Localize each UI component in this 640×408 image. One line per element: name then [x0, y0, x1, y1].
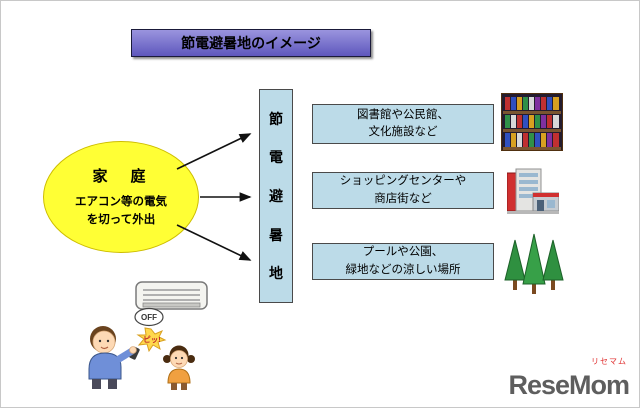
off-bubble: OFF	[134, 307, 164, 327]
library-icon	[501, 93, 563, 151]
building-windows	[519, 173, 538, 198]
air-conditioner-icon	[135, 281, 208, 310]
hub-char: 地	[269, 265, 283, 282]
diagram-title: 節電避暑地のイメージ	[131, 29, 371, 57]
bookshelf-row	[505, 133, 559, 147]
destination-label-line1: 図書館や公民館、	[357, 108, 449, 121]
resemom-logo: リセマム ReseMom	[508, 357, 630, 400]
bookshelf-row	[505, 115, 559, 128]
tree	[522, 233, 546, 294]
destination-label-line2: 緑地などの涼しい場所	[345, 263, 461, 276]
diagram-title-label: 節電避暑地のイメージ	[181, 35, 321, 51]
destination-node-library: 図書館や公民館、 文化施設など	[312, 104, 494, 144]
beep-label: ピッ!	[143, 334, 161, 344]
park-trees-icon	[504, 233, 564, 294]
beep-burst: ピッ!	[136, 327, 167, 353]
resemom-logo-ruby: リセマム	[591, 357, 627, 366]
bookshelf-row	[505, 97, 559, 110]
destination-label-line1: ショッピングセンターや	[339, 175, 467, 188]
resemom-logo-text: ReseMom	[508, 370, 630, 400]
destination-node-park: プールや公園、 緑地などの涼しい場所	[312, 243, 494, 280]
family-illustration: OFF ピッ!	[88, 307, 195, 390]
adult-figure	[88, 326, 137, 389]
tree	[542, 239, 564, 290]
destination-node-shopping: ショッピングセンターや 商店街など	[312, 172, 494, 209]
hub-node-setsuden-hishochi: 節 電 避 暑 地	[259, 89, 293, 303]
off-label: OFF	[141, 313, 157, 322]
source-desc-line2: を切って外出	[86, 213, 156, 226]
hub-char: 避	[269, 187, 283, 204]
source-node-home: 家 庭 エアコン等の電気 を切って外出	[43, 141, 199, 253]
destination-label-line1: プールや公園、	[362, 246, 444, 259]
destination-label-line2: 文化施設など	[368, 126, 438, 138]
hub-char: 電	[269, 149, 283, 166]
tree	[504, 239, 526, 290]
hub-char: 暑	[269, 226, 283, 243]
arrow-top	[176, 133, 252, 170]
destination-label-line2: 商店街など	[374, 192, 432, 205]
source-node-title: 家 庭	[92, 167, 150, 185]
source-desc-line1: エアコン等の電気	[75, 195, 167, 208]
hub-char: 節	[269, 110, 283, 127]
arrow-bottom	[176, 224, 252, 261]
shopping-center-icon	[507, 168, 559, 214]
child-figure	[163, 345, 195, 390]
